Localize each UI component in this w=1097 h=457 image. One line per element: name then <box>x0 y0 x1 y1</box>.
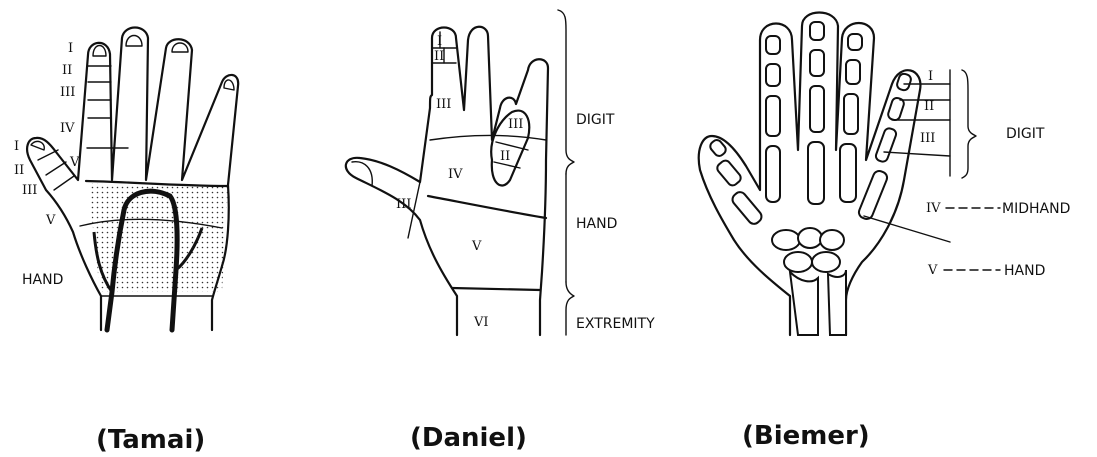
caption-biemer: (Biemer) <box>742 421 870 451</box>
daniel-zone-4: IV <box>448 167 463 182</box>
daniel-zone-2b: II <box>500 149 510 164</box>
daniel-zone-1: I <box>437 34 442 49</box>
biemer-zone-3: III <box>920 131 935 146</box>
tamai-zone-5: V <box>69 155 80 170</box>
biemer-bones <box>708 22 912 335</box>
tamai-hand-label: HAND <box>22 272 63 288</box>
daniel-region-digit: DIGIT <box>576 112 615 128</box>
daniel-zone-2: II <box>434 49 444 64</box>
tamai-thumb-zone-1: I <box>14 139 19 154</box>
daniel-zone-3b: III <box>508 117 523 132</box>
tamai-thumb-zone-5: V <box>45 213 56 228</box>
tamai-zone-3: III <box>60 85 75 100</box>
daniel-zone-3: III <box>436 97 451 112</box>
biemer-zone-4: IV <box>926 201 941 216</box>
biemer-region-hand: HAND <box>1004 263 1045 279</box>
tamai-thumb-zone-3: III <box>22 183 37 198</box>
biemer-region-digit: DIGIT <box>1006 126 1045 142</box>
caption-daniel: (Daniel) <box>410 423 527 453</box>
biemer-zone-5: V <box>927 263 938 278</box>
tamai-labels: I II III IV V I II III V HAND <box>14 41 80 288</box>
caption-tamai: (Tamai) <box>96 425 205 455</box>
tamai-stipple <box>88 183 228 292</box>
biemer-region-midhand: MIDHAND <box>1002 201 1070 217</box>
biemer-zone-1: I <box>928 69 933 84</box>
biemer-hand <box>699 13 976 336</box>
biemer-zone-2: II <box>924 99 934 114</box>
daniel-region-extremity: EXTREMITY <box>576 316 655 332</box>
tamai-zone-4: IV <box>60 121 75 136</box>
tamai-zone-2: II <box>62 63 72 78</box>
daniel-zone-3c: III <box>396 197 411 212</box>
daniel-region-hand: HAND <box>576 216 617 232</box>
tamai-thumb-zone-2: II <box>14 163 24 178</box>
tamai-zone-1: I <box>68 41 73 56</box>
daniel-zone-5: V <box>471 239 482 254</box>
daniel-zone-6: VI <box>473 315 489 330</box>
